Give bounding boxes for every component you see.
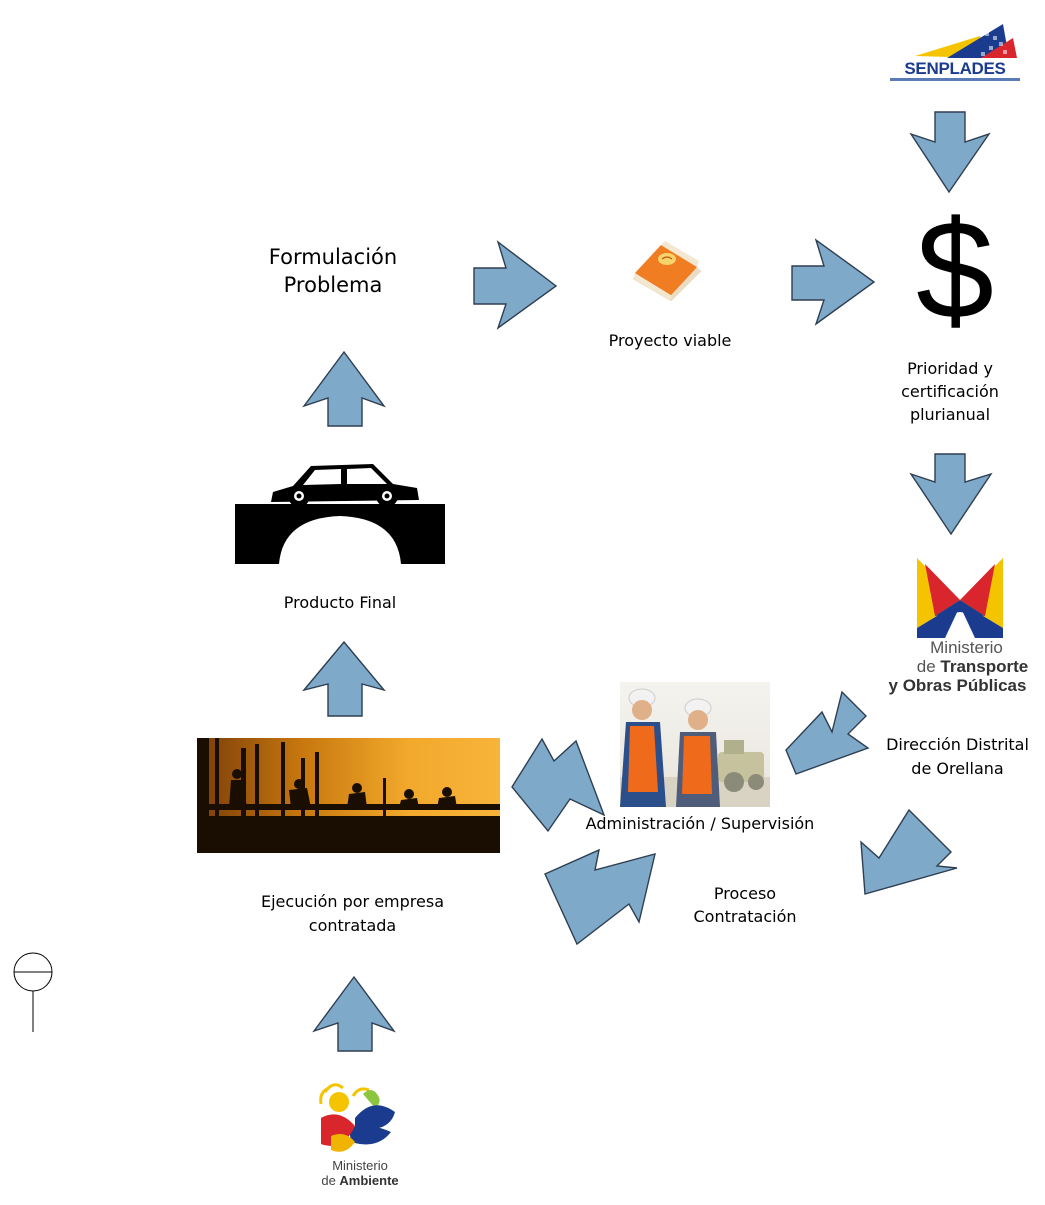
construction-workers-photo: [197, 738, 500, 853]
arrow-formulacion-to-proyecto: [473, 240, 558, 330]
arrow-mtop-to-proceso: [860, 808, 958, 895]
mtop-line2b: Transporte: [940, 657, 1029, 676]
ambiente-line2b: Ambiente: [339, 1173, 399, 1188]
engineers-photo: [620, 682, 770, 807]
proyecto-viable-label: Proyecto viable: [608, 331, 732, 350]
ejecucion-line1: Ejecución por empresa: [261, 892, 444, 911]
arrow-ambiente-to-ejecucion-head: [312, 975, 396, 1052]
proceso-contratacion-label: Proceso Contratación: [660, 882, 830, 928]
ambiente-line1: Ministerio: [332, 1158, 388, 1173]
arrow-mtop-to-administracion: [785, 690, 870, 775]
formulacion-problema-label: Formulación Problema: [238, 243, 428, 299]
prioridad-label: Prioridad y certificación plurianual: [860, 357, 1040, 426]
mtop-logo: Ministerio de Transporte y Obras Pública…: [870, 556, 1045, 711]
senplades-logo: SENPLADES: [890, 24, 1020, 81]
arrow-senplades-to-dollar: [909, 111, 991, 194]
dollar-icon: $: [916, 191, 994, 348]
mtop-line3: y Obras Públicas: [888, 676, 1027, 695]
direccion-distrital-label: Dirección Distrital de Orellana: [870, 733, 1045, 781]
direccion-line1: Dirección Distrital: [886, 735, 1029, 754]
formulacion-line1: Formulación: [268, 245, 398, 269]
proceso-line1: Proceso: [713, 884, 777, 903]
arrow-proceso-to-ejecucion: [544, 848, 656, 946]
arrow-prioridad-to-mtop: [909, 453, 993, 536]
arrow-administracion-to-ejecucion: [511, 737, 606, 833]
ambiente-line2a: de: [321, 1173, 340, 1188]
direccion-line2: de Orellana: [911, 759, 1004, 778]
bridge: [235, 504, 445, 564]
producto-final-label: Producto Final: [283, 593, 397, 612]
book-icon: [633, 241, 701, 301]
mtop-line1: Ministerio: [930, 638, 1003, 657]
mtop-emblem: [917, 558, 1003, 638]
senplades-flag-graphic: [915, 24, 1017, 58]
proceso-line2: Contratación: [693, 907, 797, 926]
circle-line-symbol: [13, 952, 53, 1032]
ejecucion-label: Ejecución por empresa contratada: [230, 890, 475, 938]
ambiente-emblem: [319, 1083, 395, 1152]
ambiente-line2: de Ambiente: [295, 1173, 425, 1188]
senplades-tagline: [890, 78, 1020, 81]
prioridad-line1: Prioridad y: [907, 359, 993, 378]
mtop-line2a: de: [916, 657, 941, 676]
arrow-ejecucion-to-producto: [302, 640, 386, 717]
formulacion-line2: Problema: [283, 273, 383, 297]
prioridad-line2: certificación: [901, 382, 999, 401]
prioridad-line3: plurianual: [909, 405, 991, 424]
ejecucion-line2: contratada: [308, 916, 397, 935]
mtop-line2: de Transporte: [870, 657, 1045, 676]
senplades-wordmark: SENPLADES: [904, 59, 1005, 78]
ambiente-logo: Ministerio de Ambiente: [295, 1078, 425, 1188]
arrow-proyecto-to-prioridad: [791, 238, 876, 326]
arrow-producto-to-formulacion: [302, 350, 386, 427]
administracion-supervision-label: Administración / Supervisión: [585, 814, 815, 833]
arrow-ambiente-to-ejecucion: [310, 750, 400, 840]
car-on-bridge-icon: [235, 464, 445, 564]
